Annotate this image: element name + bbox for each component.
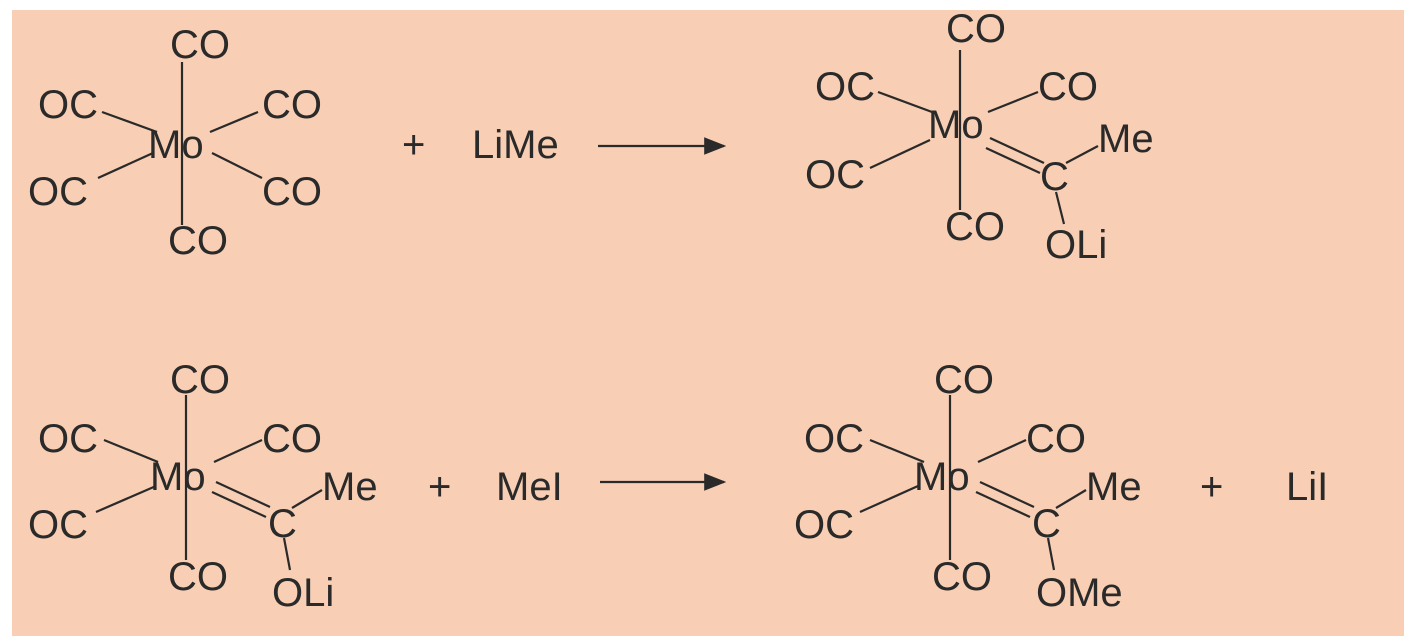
bond-ll [97, 151, 154, 180]
methyl-group: Me [1098, 117, 1154, 161]
bond-ur [213, 439, 263, 463]
ligand-co-top: CO [946, 7, 1006, 51]
product-acyl-lithium-complex: CO OC CO Mo C Me OC CO OLi [805, 7, 1154, 267]
bond-ul [101, 110, 158, 134]
metal-mo: Mo [150, 455, 206, 499]
ligand-oc-lower-left: OC [28, 170, 88, 214]
carbene-carbon: C [268, 502, 297, 546]
byproduct-lii: LiI [1286, 465, 1328, 509]
metal-mo: Mo [148, 123, 204, 167]
double-bond-2 [975, 491, 1031, 518]
methyl-group: Me [322, 465, 378, 509]
ligand-oc-lower-left: OC [28, 503, 88, 547]
substituent-oli: OLi [1045, 223, 1107, 267]
bond-c-me [1055, 489, 1087, 509]
product-methoxy-carbene-complex: CO OC CO Mo C Me OC CO OMe [794, 358, 1142, 615]
bond-c-o [1046, 537, 1056, 571]
reactant-acyl-lithium-complex: CO OC CO Mo C Me OC CO OLi [28, 358, 378, 615]
ligand-co-bottom: CO [168, 555, 228, 599]
bond-c-me [1065, 145, 1099, 164]
methyl-group: Me [1086, 465, 1142, 509]
ligand-oc-upper-left: OC [815, 65, 875, 109]
reactant-mo-co6: CO OC CO Mo OC CO CO [28, 23, 322, 263]
bond-ur [209, 110, 259, 134]
double-bond-1 [989, 137, 1045, 164]
bond-c-o [282, 537, 292, 571]
bond-c-o [1054, 191, 1066, 225]
bond-ll [869, 139, 931, 169]
carbene-carbon: C [1040, 155, 1069, 199]
ligand-co-upper-right: CO [262, 83, 322, 127]
ligand-co-bottom: CO [168, 219, 228, 263]
ligand-co-top: CO [170, 23, 230, 67]
bond-ur [977, 439, 1027, 463]
ligand-co-upper-right: CO [1038, 65, 1098, 109]
double-bond-2 [211, 491, 267, 518]
reagent-mei: MeI [496, 465, 563, 509]
plus-sign: + [402, 123, 425, 167]
metal-mo: Mo [928, 103, 984, 147]
ligand-oc-upper-left: OC [38, 417, 98, 461]
ligand-co-lower-right: CO [262, 170, 322, 214]
ligand-oc-upper-left: OC [804, 417, 864, 461]
ligand-co-bottom: CO [932, 555, 992, 599]
bond-c-me [291, 489, 323, 509]
ligand-oc-upper-left: OC [38, 83, 98, 127]
ligand-co-bottom: CO [945, 205, 1005, 249]
bond-ul [877, 90, 933, 114]
plus-sign: + [428, 465, 451, 509]
bond-ur [987, 90, 1039, 114]
double-bond-1 [215, 481, 271, 508]
reagent-lime: LiMe [472, 123, 559, 167]
substituent-oli: OLi [272, 571, 334, 615]
diagram-background [12, 10, 1404, 636]
bond-ll [95, 484, 157, 514]
ligand-oc-lower-left: OC [805, 153, 865, 197]
substituent-ome: OMe [1036, 571, 1123, 615]
bond-ul [869, 438, 925, 464]
ligand-co-upper-right: CO [262, 417, 322, 461]
bond-ul [103, 438, 159, 464]
bond-ll [859, 484, 919, 514]
metal-mo: Mo [914, 455, 970, 499]
ligand-co-top: CO [170, 358, 230, 402]
ligand-co-upper-right: CO [1026, 417, 1086, 461]
bond-lr [211, 152, 263, 179]
double-bond-2 [985, 147, 1041, 174]
carbene-carbon: C [1032, 502, 1061, 546]
double-bond-1 [979, 481, 1035, 508]
plus-sign-2: + [1200, 465, 1223, 509]
ligand-co-top: CO [934, 358, 994, 402]
ligand-oc-lower-left: OC [794, 503, 854, 547]
